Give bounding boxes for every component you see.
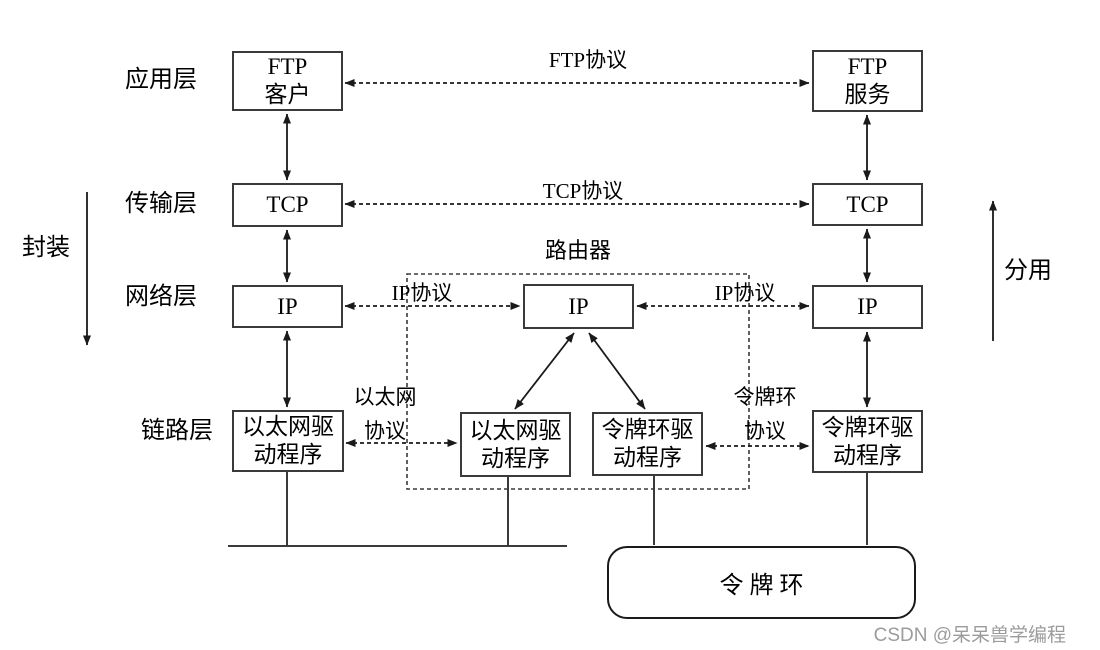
left-host-tcp-box: TCP: [232, 183, 343, 227]
left-host-ethernet-driver-box: 以太网驱 动程序: [232, 410, 344, 472]
token-ring-protocol-label: 令牌环 协议: [733, 385, 797, 443]
layer-label-network: 网络层: [125, 284, 197, 310]
router-dashed-boundary: [406, 273, 750, 490]
right-host-tcp-box: TCP: [812, 183, 923, 226]
layer-label-application: 应用层: [125, 67, 197, 93]
right-host-ftp-server-box: FTP 服务: [812, 50, 923, 112]
router-ip-box: IP: [523, 284, 634, 329]
demultiplex-label: 分用: [1004, 258, 1052, 284]
encapsulation-label: 封装: [22, 235, 70, 261]
tcp-protocol-label: TCP协议: [542, 179, 624, 203]
layer-label-link: 链路层: [141, 418, 213, 444]
ftp-protocol-label: FTP协议: [548, 48, 628, 72]
right-host-ip-box: IP: [812, 285, 923, 329]
router-ethernet-driver-box: 以太网驱 动程序: [460, 412, 571, 477]
router-ip-tr-arrow: [588, 332, 646, 410]
watermark-text: CSDN @呆呆兽学编程: [873, 625, 1066, 646]
layer-label-transport: 传输层: [125, 191, 197, 217]
router-title: 路由器: [544, 238, 612, 263]
ip-protocol-label-right: IP协议: [714, 281, 776, 305]
left-host-ip-box: IP: [232, 285, 343, 328]
router-ip-eth-arrow: [514, 332, 575, 410]
right-host-token-ring-driver-box: 令牌环驱 动程序: [812, 410, 923, 473]
ip-protocol-label-left: IP协议: [391, 281, 453, 305]
router-token-ring-driver-box: 令牌环驱 动程序: [592, 412, 703, 476]
left-host-ftp-client-box: FTP 客户: [232, 51, 343, 111]
ethernet-protocol-label: 以太网 协议: [353, 385, 417, 443]
token-ring-network-box: 令 牌 环: [607, 546, 916, 619]
